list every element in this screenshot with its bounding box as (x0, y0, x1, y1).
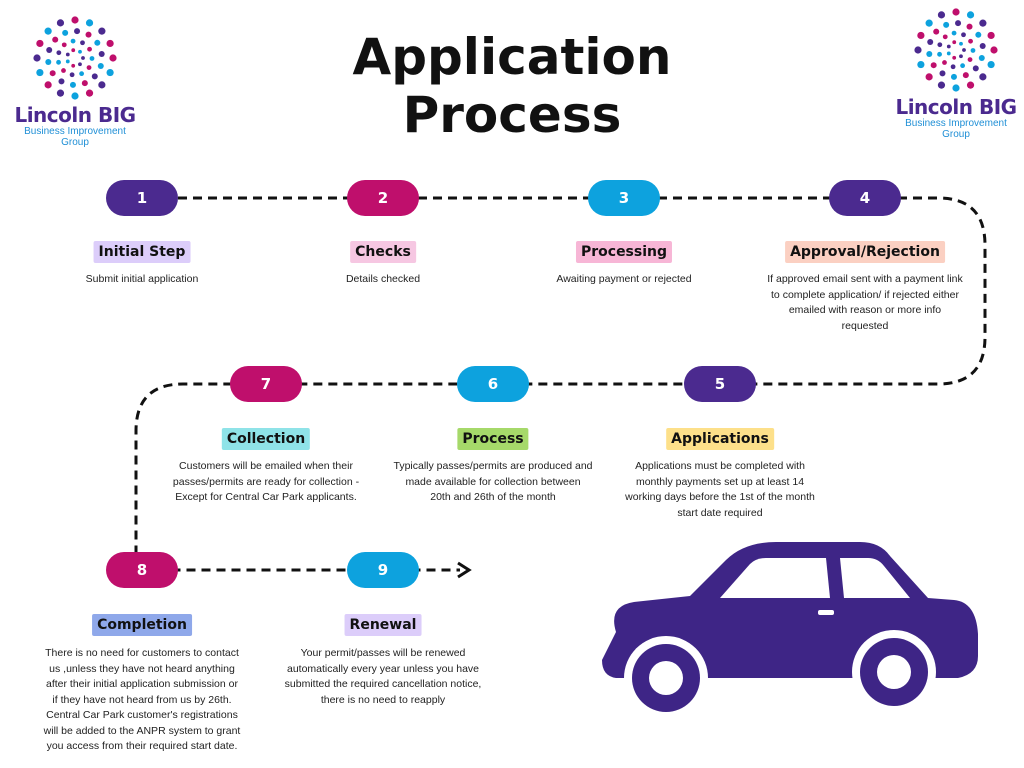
description-line: start date required (677, 506, 763, 519)
description-line: Customers will be emailed when their (179, 460, 353, 472)
step-2-badge: 2 (347, 180, 419, 216)
step-2-label: Checks (350, 241, 416, 263)
title-line-2: Process (402, 86, 622, 144)
step-2-description: Details checked (346, 272, 420, 288)
step-3-description: Awaiting payment or rejected (556, 272, 691, 288)
step-1-label: Initial Step (93, 241, 191, 263)
description-line: requested (841, 319, 889, 332)
step-5-description: Applications must be completed with month… (625, 459, 815, 521)
car-icon (602, 542, 978, 720)
step-8-description: There is no need for customers to contac… (44, 646, 241, 755)
description-line: you access from their required start dat… (46, 740, 238, 752)
step-4-description: If approved email sent with a payment li… (767, 272, 963, 334)
description-line: Typically passes/permits are produced an… (393, 460, 593, 472)
description-line: after their initial application submissi… (45, 678, 238, 690)
title-line-1: Application (352, 28, 672, 86)
logo-dots-icon (33, 16, 117, 100)
description-line: 20th and 26th of the month (430, 491, 556, 503)
description-line: monthly payments set up at least 14 (635, 475, 805, 488)
step-9-label: Renewal (344, 614, 422, 636)
step-1-description: Submit initial application (86, 272, 199, 288)
description-line: Your permit/passes will be renewed (300, 647, 466, 659)
step-3-badge: 3 (588, 180, 660, 216)
step-3-label: Processing (575, 241, 673, 263)
logo-name: Lincoln BIG (895, 95, 1017, 119)
step-6-description: Typically passes/permits are produced an… (393, 459, 592, 506)
description-line: Details checked (345, 273, 421, 285)
description-line: Awaiting payment or rejected (556, 273, 692, 285)
description-line: will be added to the ANPR system to gran… (43, 724, 241, 737)
step-9-badge: 9 (347, 552, 419, 588)
step-6-badge: 6 (457, 366, 529, 402)
description-line: Submit initial application (85, 273, 199, 285)
page-title: Application Process (312, 28, 712, 144)
step-5-badge: 5 (684, 366, 756, 402)
description-line: us ,unless they have not heard anything (49, 662, 235, 675)
step-5-label: Applications (666, 428, 774, 450)
step-9-description: Your permit/passes will be renewed automa… (285, 646, 482, 708)
step-6-label: Process (457, 428, 529, 450)
description-line: There is no need for customers to contac… (45, 647, 239, 659)
lincoln-big-logo-left: Lincoln BIG Business Improvement Group (0, 14, 150, 148)
logo-subtitle-2: Group (61, 137, 89, 148)
logo-dots-icon (914, 8, 998, 92)
step-4-label: Approval/Rejection (785, 241, 945, 263)
description-line: submitted the required cancellation noti… (284, 678, 482, 690)
logo-subtitle: Business Improvement (905, 118, 1007, 129)
step-1-badge: 1 (106, 180, 178, 216)
step-7-description: Customers will be emailed when their pass… (173, 459, 359, 506)
description-line: Applications must be completed with (635, 460, 805, 472)
step-7-badge: 7 (230, 366, 302, 402)
step-8-badge: 8 (106, 552, 178, 588)
description-line: emailed with reason or more info (788, 304, 942, 316)
description-line: automatically every year unless you have (286, 662, 480, 675)
logo-name: Lincoln BIG (14, 103, 136, 127)
description-line: If approved email sent with a payment li… (767, 273, 963, 285)
logo-subtitle-2: Group (942, 129, 970, 140)
lincoln-big-logo-right: Lincoln BIG Business Improvement Group (881, 6, 1024, 140)
step-8-label: Completion (92, 614, 192, 636)
step-4-badge: 4 (829, 180, 901, 216)
description-line: if they have not heard from us by 26th. (52, 693, 232, 706)
step-7-label: Collection (221, 428, 311, 450)
logo-subtitle: Business Improvement (24, 126, 126, 137)
description-line: there is no need to reapply (320, 693, 446, 706)
description-line: Central Car Park customer's registration… (46, 709, 238, 721)
description-line: passes/permits are ready for collection … (172, 475, 360, 488)
description-line: working days before the 1st of the month (625, 491, 815, 503)
description-line: Except for Central Car Park applicants. (175, 491, 357, 503)
description-line: to complete application/ if rejected eit… (771, 288, 959, 301)
arrow-head-icon (457, 561, 472, 579)
description-line: made available for collection between (405, 475, 581, 488)
dashed-connector (134, 196, 987, 572)
